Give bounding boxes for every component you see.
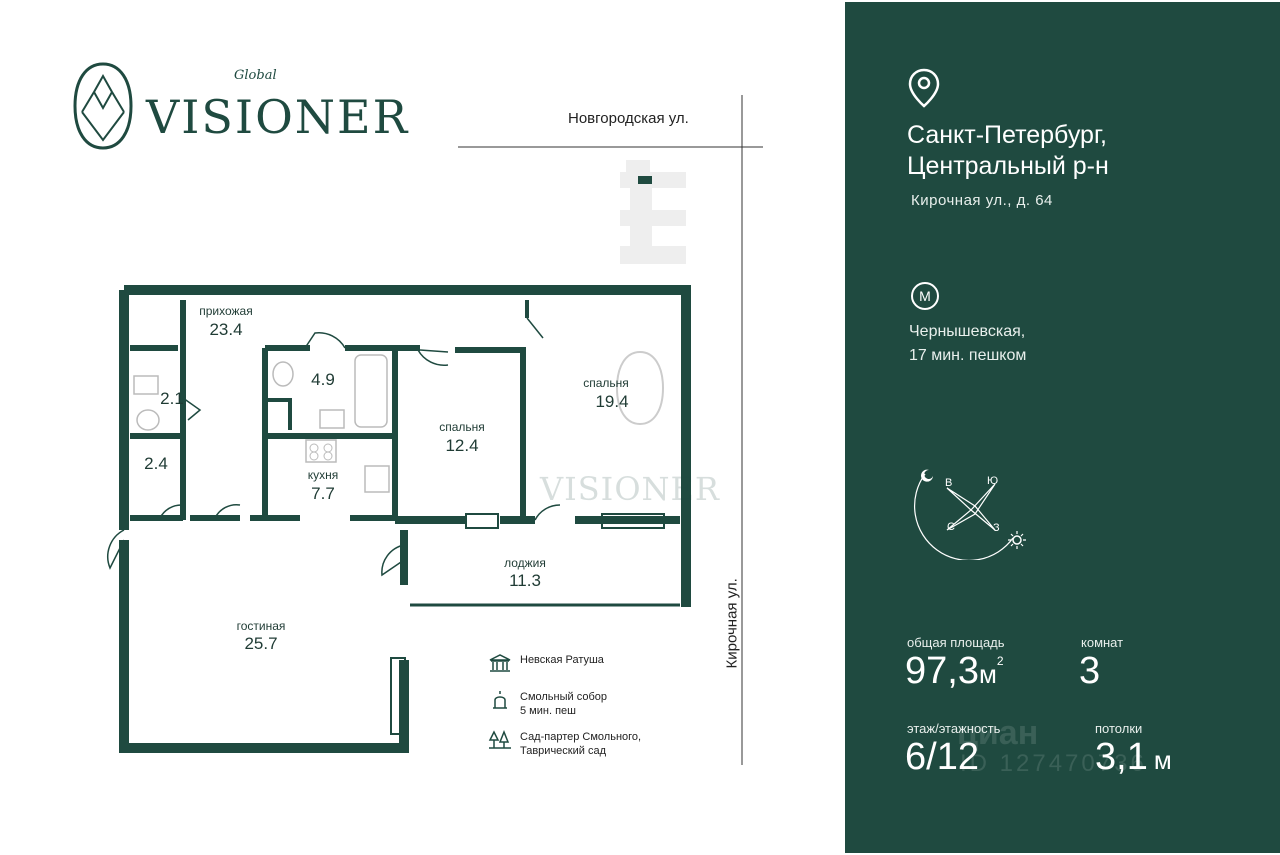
city-district: Санкт-Петербург, Центральный р-н (907, 120, 1109, 182)
district-line: Центральный р-н (907, 152, 1109, 180)
watermark-text: циан (957, 714, 1039, 752)
rooms-value: 3 (1079, 650, 1101, 692)
total-area-label: общая площадь (907, 635, 1005, 650)
metro-icon: М (911, 282, 939, 310)
metro-station: Чернышевская, (909, 323, 1026, 340)
rooms-label: комнат (1081, 635, 1124, 650)
plan-watermark: VISIONER (540, 470, 720, 508)
room-label: кухня (307, 468, 339, 482)
room-label: лоджия (504, 556, 546, 570)
room-label: спальня (583, 376, 629, 390)
compass-east: В (945, 477, 953, 489)
logo-script-text: Global (234, 68, 277, 83)
room-area: 19.4 (595, 392, 629, 411)
legend-item: Невская Ратуша (488, 653, 604, 673)
address: Кирочная ул., д. 64 (911, 192, 1053, 209)
legend-text: Сад-партер Смольного, (520, 731, 642, 743)
logo-mark-icon (73, 62, 133, 150)
compass-south: Ю (987, 475, 999, 487)
total-area-number: 97,3 (905, 650, 979, 692)
room-area: 2.4 (144, 454, 168, 473)
room-area: 12.4 (445, 436, 479, 455)
compass-west: З (993, 522, 1000, 534)
metro-walk-time: 17 мин. пешком (909, 347, 1027, 364)
compass-north: С (947, 521, 955, 533)
location-pin-icon (908, 68, 940, 108)
floor-label: этаж/этажность (907, 721, 1001, 736)
floor-plan: Новгородская ул. Кирочная ул. VISIONER п… (107, 95, 763, 765)
city-line: Санкт-Петербург, (907, 121, 1107, 149)
legend-text: Смольный собор (520, 691, 607, 703)
room-area: 4.9 (311, 370, 335, 389)
room-label: спальня (439, 420, 485, 434)
total-area-unit: м (978, 659, 997, 689)
trees-icon (488, 730, 511, 749)
legend-subtext: Таврический сад (520, 745, 606, 757)
floor-plan-drawing (107, 95, 763, 765)
room-area: 23.4 (209, 320, 243, 339)
legend-item: Сад-партер Смольного, Таврический сад (488, 730, 641, 758)
watermark-id: ID 127470736 (960, 750, 1147, 777)
legend-item: Смольный собор 5 мин. пеш (488, 690, 607, 718)
room-label: гостиная (236, 619, 286, 633)
metro-info: Чернышевская, 17 мин. пешком (909, 320, 1026, 368)
room-label: прихожая (199, 304, 253, 318)
brand-logo: Global VISIONER (72, 62, 407, 152)
floor-value: 6/12 (905, 736, 979, 778)
street-side-label: Кирочная ул. (723, 578, 741, 669)
town-hall-icon (489, 654, 511, 672)
info-panel: Санкт-Петербург, Центральный р-н Кирочна… (845, 2, 1280, 853)
room-area: 7.7 (311, 484, 335, 503)
street-top-label: Новгородская ул. (568, 110, 689, 127)
ceiling-unit: м (1153, 745, 1172, 775)
total-area-value: 97,3м2 (905, 650, 1004, 693)
room-area: 2.1 (160, 389, 184, 408)
cathedral-icon (493, 691, 507, 709)
room-area: 25.7 (244, 634, 278, 653)
total-area-sup: 2 (996, 654, 1004, 668)
room-area: 11.3 (509, 571, 541, 590)
legend-subtext: 5 мин. пеш (520, 705, 576, 717)
logo-wordmark: VISIONER (146, 90, 410, 144)
compass-icon (914, 469, 1026, 560)
ceiling-label: потолки (1095, 721, 1143, 736)
ceiling-number: 3,1 (1095, 736, 1148, 778)
legend-text: Невская Ратуша (520, 654, 604, 666)
